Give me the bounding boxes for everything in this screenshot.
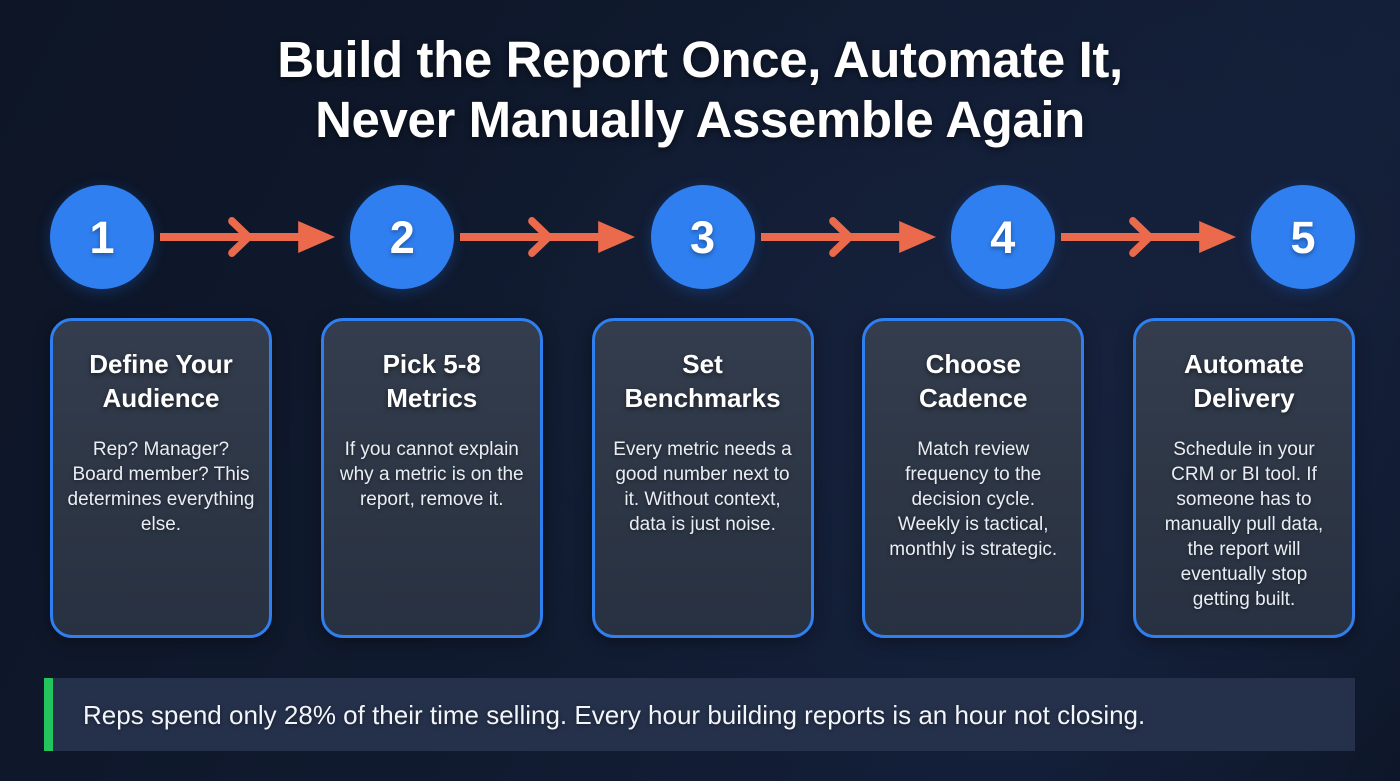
page-title: Build the Report Once, Automate It, Neve… xyxy=(0,30,1400,150)
step-number-5: 5 xyxy=(1290,211,1316,263)
step-circle-1: 1 xyxy=(50,185,154,289)
step-card-body: If you cannot explain why a metric is on… xyxy=(339,439,524,510)
arrow-right-icon xyxy=(1060,215,1245,259)
callout-accent-bar xyxy=(44,678,53,751)
step-card-title: Choose Cadence xyxy=(919,349,1028,413)
page-title-line-1: Build the Report Once, Automate It, xyxy=(277,31,1123,88)
step-number-2: 2 xyxy=(389,211,415,263)
step-number-3: 3 xyxy=(689,211,716,263)
arrow-right-icon xyxy=(760,215,945,259)
step-card-title: Automate Delivery xyxy=(1184,349,1304,413)
step-card-2: Pick 5-8 Metrics If you cannot explain w… xyxy=(320,318,543,638)
step-card-body: Schedule in your CRM or BI tool. If some… xyxy=(1164,439,1324,610)
step-number-4: 4 xyxy=(990,211,1016,263)
step-card-title: Set Benchmarks xyxy=(624,349,781,413)
step-circle-3: 3 xyxy=(650,185,755,289)
arrow-right-icon xyxy=(160,215,344,259)
page-title-line-2: Never Manually Assemble Again xyxy=(315,91,1085,148)
step-card-title: Define Your Audience xyxy=(89,349,233,413)
callout-bar: Reps spend only 28% of their time sellin… xyxy=(44,678,1355,751)
step-card-row: Define Your Audience Rep? Manager? Board… xyxy=(50,318,1355,638)
step-card-body: Rep? Manager? Board member? This determi… xyxy=(67,439,255,535)
step-card-body: Match review frequency to the decision c… xyxy=(889,439,1058,560)
arrow-right-icon xyxy=(460,215,644,259)
step-card-3: Set Benchmarks Every metric needs a good… xyxy=(591,318,814,638)
callout-text: Reps spend only 28% of their time sellin… xyxy=(83,699,1146,730)
step-card-title: Pick 5-8 Metrics xyxy=(382,349,481,413)
step-circle-5: 5 xyxy=(1251,185,1355,289)
step-circle-2: 2 xyxy=(350,185,455,289)
step-number-row: 1 2 3 xyxy=(50,184,1355,290)
step-circle-4: 4 xyxy=(950,185,1055,289)
step-card-5: Automate Delivery Schedule in your CRM o… xyxy=(1133,318,1355,638)
step-number-1: 1 xyxy=(89,211,115,263)
step-card-4: Choose Cadence Match review frequency to… xyxy=(862,318,1085,638)
step-card-1: Define Your Audience Rep? Manager? Board… xyxy=(50,318,272,638)
step-card-body: Every metric needs a good number next to… xyxy=(613,439,792,535)
